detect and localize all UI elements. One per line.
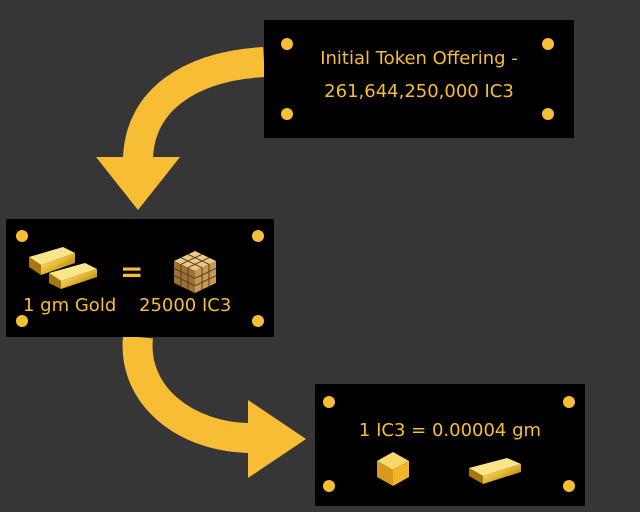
gold-bars-icon: [29, 247, 97, 289]
token-cube-icon: [377, 452, 409, 486]
panel-rivet: [281, 38, 293, 50]
panel-rivet: [252, 315, 264, 327]
token-label: 25000 IC3: [139, 295, 232, 316]
panel-rivet: [542, 38, 554, 50]
offering-amount: 261,644,250,000 IC3: [324, 81, 514, 102]
panel-rivet: [542, 108, 554, 120]
panel-rivet: [323, 396, 335, 408]
panel-rivet: [281, 108, 293, 120]
offering-panel: Initial Token Offering - 261,644,250,000…: [264, 20, 574, 138]
gold-label: 1 gm Gold: [23, 295, 117, 316]
panel-rivet: [563, 480, 575, 492]
arrow-right-icon: [122, 335, 306, 478]
offering-title: Initial Token Offering -: [320, 48, 518, 69]
equivalence-panel: = 1 gm Gold 25000 IC3: [6, 219, 274, 337]
equals-sign: =: [120, 255, 144, 288]
panel-rivet: [563, 396, 575, 408]
panel-rivet: [323, 480, 335, 492]
panel-rivet: [16, 230, 28, 242]
token-cube-stack-icon: [173, 251, 217, 293]
gold-bar-icon: [469, 458, 521, 484]
conversion-rate: 1 IC3 = 0.00004 gm: [358, 420, 542, 441]
panel-rivet: [252, 230, 264, 242]
arrow-down-icon: [96, 47, 266, 210]
panel-rivet: [16, 315, 28, 327]
conversion-panel: 1 IC3 = 0.00004 gm: [315, 384, 585, 506]
